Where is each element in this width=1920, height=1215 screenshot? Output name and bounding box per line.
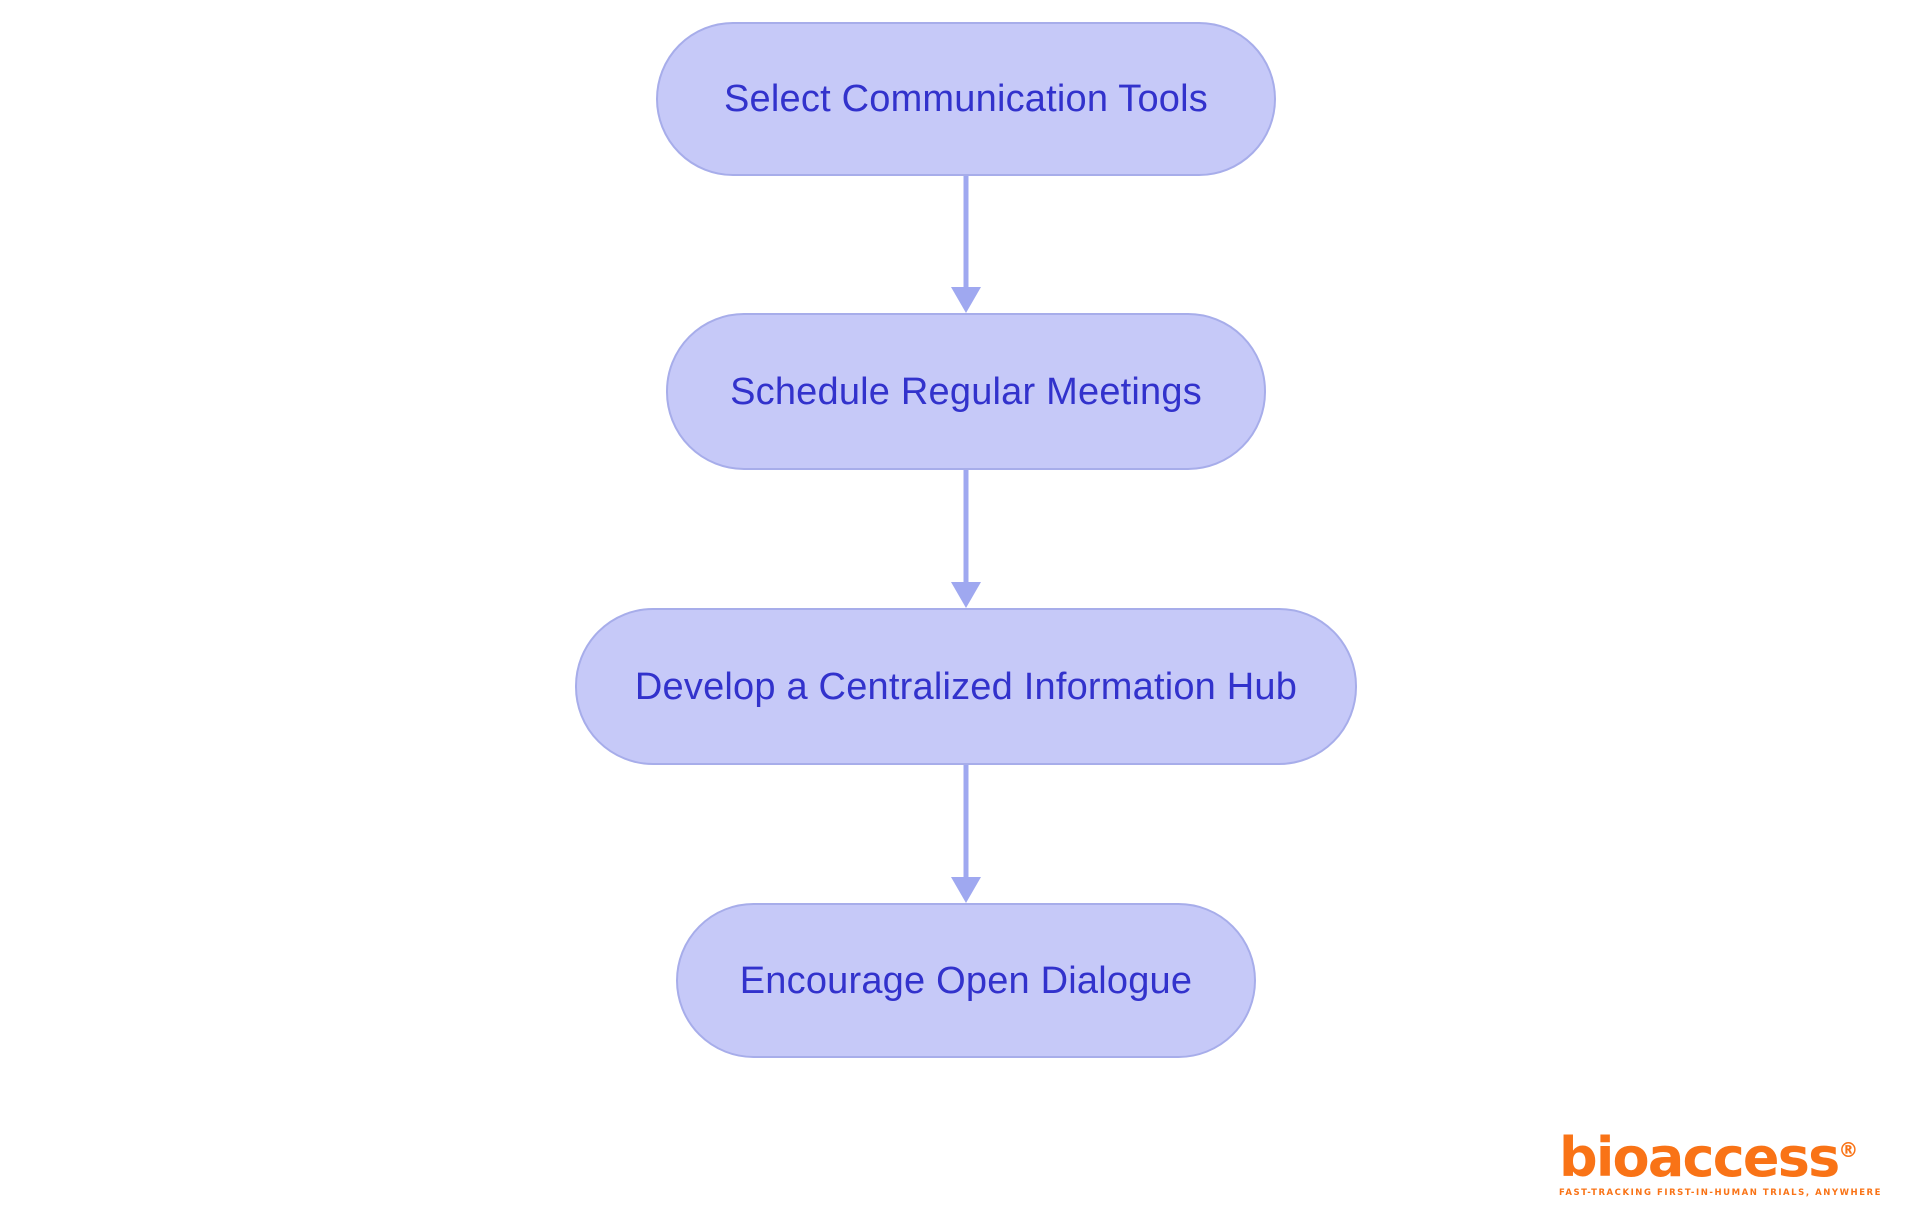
flow-node-select-communication-tools[interactable]: Select Communication Tools (656, 22, 1276, 176)
flow-node-label: Select Communication Tools (724, 78, 1208, 120)
arrowhead-down-icon (951, 877, 981, 903)
flow-node-develop-centralized-information-hub[interactable]: Develop a Centralized Information Hub (575, 608, 1357, 765)
flow-node-schedule-regular-meetings[interactable]: Schedule Regular Meetings (666, 313, 1266, 470)
brand-wordmark: bioaccess® (1559, 1130, 1882, 1185)
connector-line (963, 470, 969, 582)
brand-tagline: FAST-TRACKING FIRST-IN-HUMAN TRIALS, ANY… (1558, 1187, 1882, 1198)
flow-node-label: Schedule Regular Meetings (730, 370, 1202, 413)
flow-node-label: Develop a Centralized Information Hub (634, 665, 1298, 708)
bioaccess-logo: bioaccess® FAST-TRACKING FIRST-IN-HUMAN … (1558, 1130, 1882, 1198)
brand-name: bioaccess (1558, 1125, 1840, 1189)
arrowhead-down-icon (951, 582, 981, 608)
arrowhead-down-icon (951, 287, 981, 313)
flow-connector-2-to-3 (951, 470, 981, 608)
flow-connector-1-to-2 (951, 176, 981, 313)
connector-line (963, 176, 969, 287)
registered-trademark-icon: ® (1838, 1137, 1859, 1162)
flow-connector-3-to-4 (951, 765, 981, 903)
connector-line (963, 765, 969, 877)
flow-node-label: Encourage Open Dialogue (739, 959, 1193, 1002)
flow-node-encourage-open-dialogue[interactable]: Encourage Open Dialogue (676, 903, 1256, 1058)
